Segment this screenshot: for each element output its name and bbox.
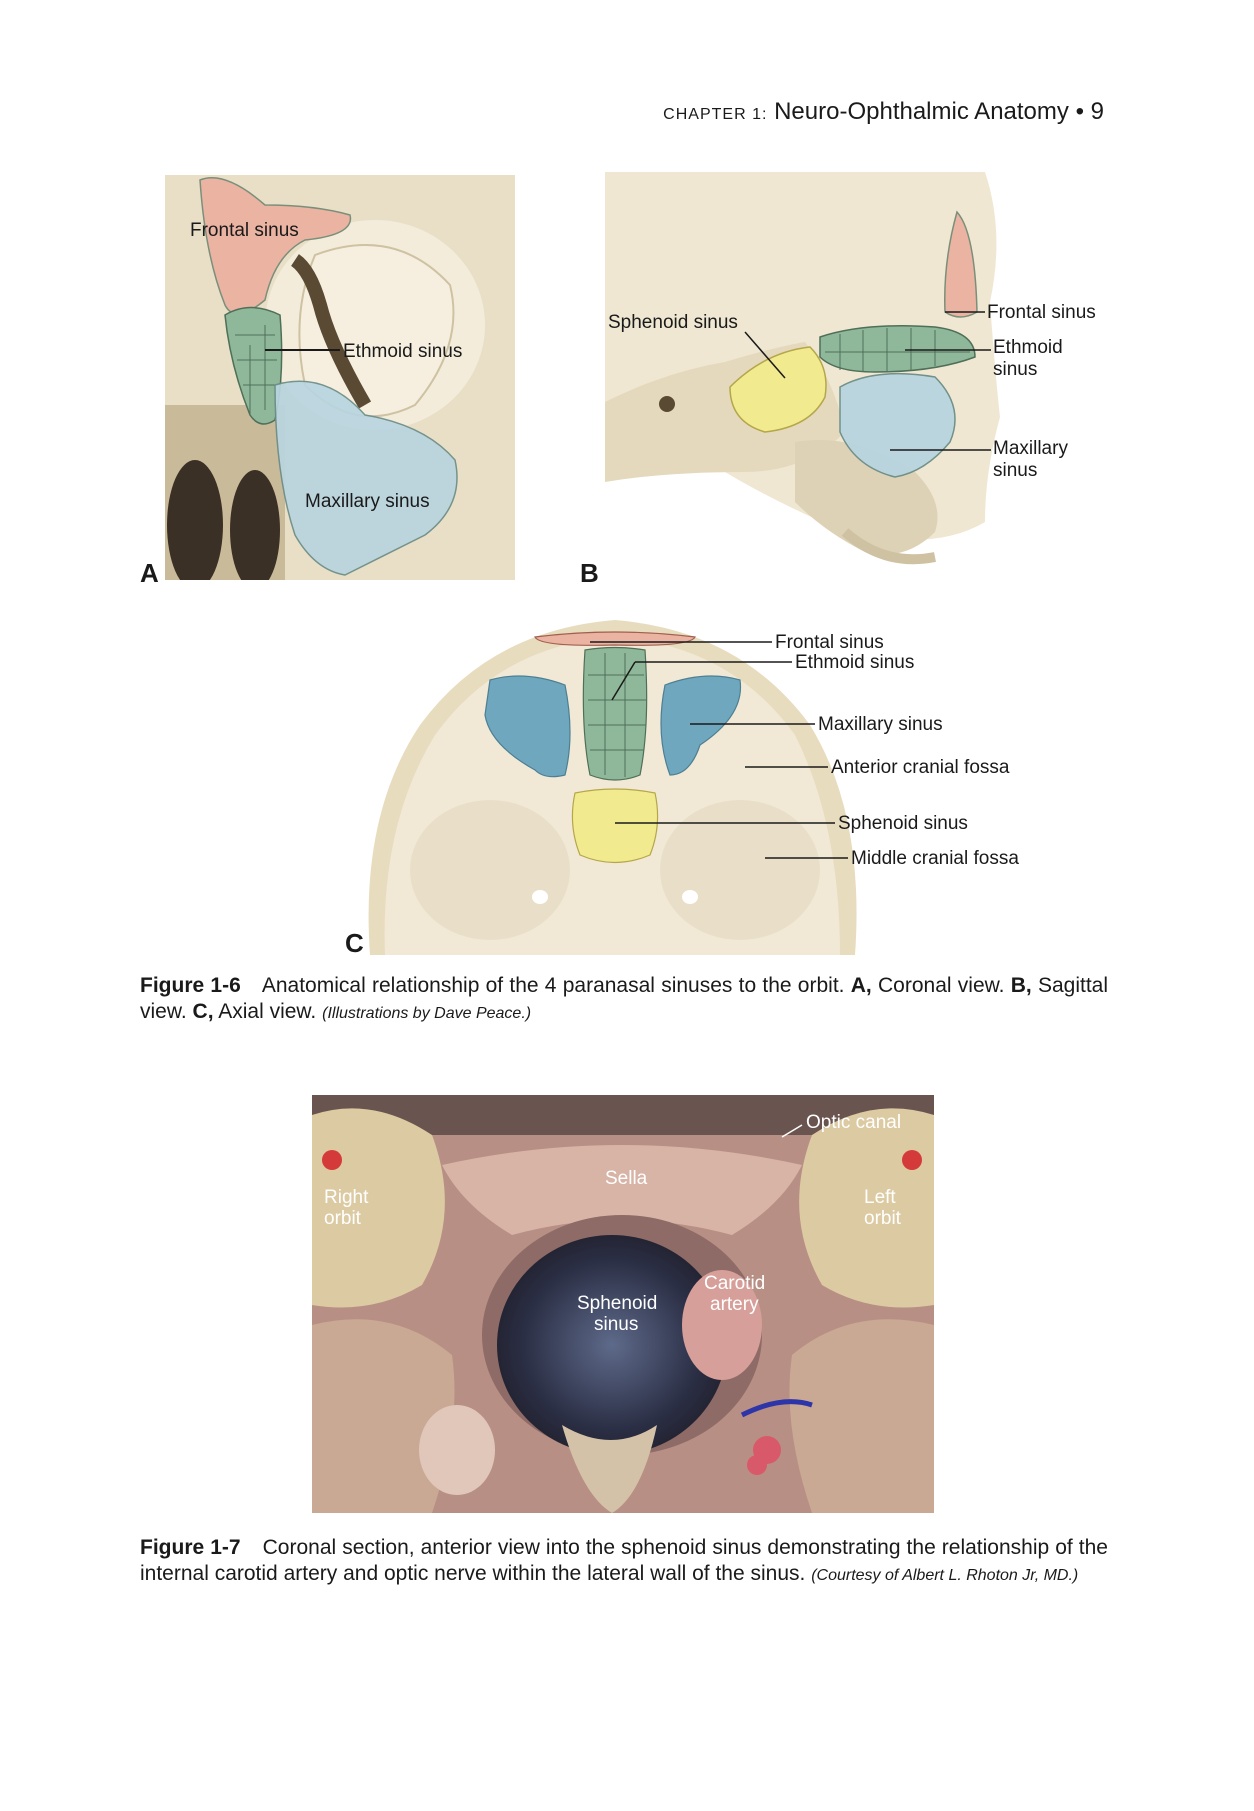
chapter-title: Neuro-Ophthalmic Anatomy: [774, 98, 1069, 125]
b-frontal-label: Frontal sinus: [987, 302, 1096, 323]
c-ethmoid-label: Ethmoid sinus: [795, 652, 914, 673]
caption-text-b: Sagittal view.: [140, 974, 1109, 1023]
c-maxillary-right-shape: [660, 675, 742, 776]
panel-letter-b: B: [580, 558, 599, 588]
c-sphenoid-label: Sphenoid sinus: [838, 813, 968, 834]
b-maxillary-label-2: sinus: [993, 460, 1037, 481]
a-frontal-label: Frontal sinus: [190, 220, 299, 241]
figure-1-6-caption: Figure 1-6 Anatomical relationship of th…: [140, 973, 1108, 1027]
b-maxillary-sinus-shape: [839, 372, 956, 478]
coronal-skull-illustration: Frontal sinus Ethmoid sinus Maxillary si…: [165, 175, 515, 580]
maxillary-sinus-shape: [274, 380, 458, 576]
chapter-label: CHAPTER 1:: [663, 106, 768, 123]
figure-1-6-panel-c: Frontal sinus Ethmoid sinus Maxillary si…: [360, 615, 1115, 955]
b-ethmoid-label-1: Ethmoid: [993, 337, 1063, 358]
a-ethmoid-label: Ethmoid sinus: [343, 341, 462, 362]
figure-1-6-panel-b: Sphenoid sinus Frontal sinus Ethmoid sin…: [605, 172, 1110, 570]
right-orbit-label-1: Right: [324, 1187, 369, 1208]
ethmoid-sinus-shape: [224, 306, 283, 425]
b-frontal-sinus-shape: [944, 210, 978, 318]
b-ethmoid-label-2: sinus: [993, 359, 1037, 380]
c-frontal-sinus-shape: [534, 631, 696, 646]
panel-letter-a: A: [140, 558, 159, 588]
left-orbit-label-1: Left: [864, 1187, 896, 1208]
figure-1-6-number: Figure 1-6: [140, 974, 241, 997]
left-orbit-label-2: orbit: [864, 1208, 902, 1229]
c-frontal-label: Frontal sinus: [775, 632, 884, 653]
frontal-sinus-shape: [199, 177, 352, 315]
right-orbit-label-2: orbit: [324, 1208, 362, 1229]
caption-key-a: A,: [850, 974, 872, 997]
a-maxillary-label: Maxillary sinus: [305, 491, 430, 512]
caption-key-b: B,: [1010, 974, 1032, 997]
b-ethmoid-sinus-shape: [819, 325, 976, 373]
caption-text-c: Axial view.: [218, 1000, 317, 1023]
b-sphenoid-sinus-shape: [729, 346, 827, 433]
c-maxillary-label: Maxillary sinus: [818, 714, 943, 735]
figure-1-6-credit: (Illustrations by Dave Peace.): [322, 1005, 532, 1022]
figure-1-6-panel-a: Frontal sinus Ethmoid sinus Maxillary si…: [165, 175, 515, 580]
c-sphenoid-sinus-shape: [571, 788, 659, 864]
c-anterior-fossa-label: Anterior cranial fossa: [831, 757, 1010, 778]
caption-text-a: Coronal view.: [878, 974, 1005, 997]
c-maxillary-left-shape: [484, 675, 571, 778]
axial-skull-illustration: Frontal sinus Ethmoid sinus Maxillary si…: [360, 615, 1115, 955]
optic-canal-label: Optic canal: [806, 1112, 901, 1133]
c-ethmoid-sinus-shape: [582, 646, 648, 781]
caption-key-c: C,: [192, 1000, 214, 1023]
header-bullet: •: [1075, 98, 1084, 125]
running-header: CHAPTER 1: Neuro-Ophthalmic Anatomy • 9: [663, 98, 1104, 126]
b-maxillary-label-1: Maxillary: [993, 438, 1068, 459]
figure-1-7-credit: (Courtesy of Albert L. Rhoton Jr, MD.): [811, 1567, 1079, 1584]
figure-1-6-text: Anatomical relationship of the 4 paranas…: [261, 974, 845, 997]
b-sphenoid-label: Sphenoid sinus: [608, 312, 738, 333]
figure-1-7-caption: Figure 1-7 Coronal section, anterior vie…: [140, 1535, 1108, 1589]
c-middle-fossa-label: Middle cranial fossa: [851, 848, 1019, 869]
sphenoid-label-1: Sphenoid: [577, 1293, 657, 1314]
sella-label: Sella: [605, 1168, 648, 1189]
page-number: 9: [1090, 98, 1104, 125]
sphenoid-label-2: sinus: [594, 1314, 638, 1335]
figure-1-7-number: Figure 1-7: [140, 1536, 241, 1559]
figure-1-7-text: Coronal section, anterior view into the …: [140, 1536, 1108, 1585]
figure-1-7-photo: Optic canal Sella Right orbit Left orbit…: [312, 1095, 934, 1513]
panel-letter-c: C: [345, 928, 364, 958]
sphenoid-dissection-photo: Optic canal Sella Right orbit Left orbit…: [312, 1095, 934, 1513]
carotid-label-1: Carotid: [704, 1273, 765, 1294]
sagittal-skull-illustration: Sphenoid sinus Frontal sinus Ethmoid sin…: [605, 172, 1110, 570]
carotid-label-2: artery: [710, 1294, 759, 1315]
